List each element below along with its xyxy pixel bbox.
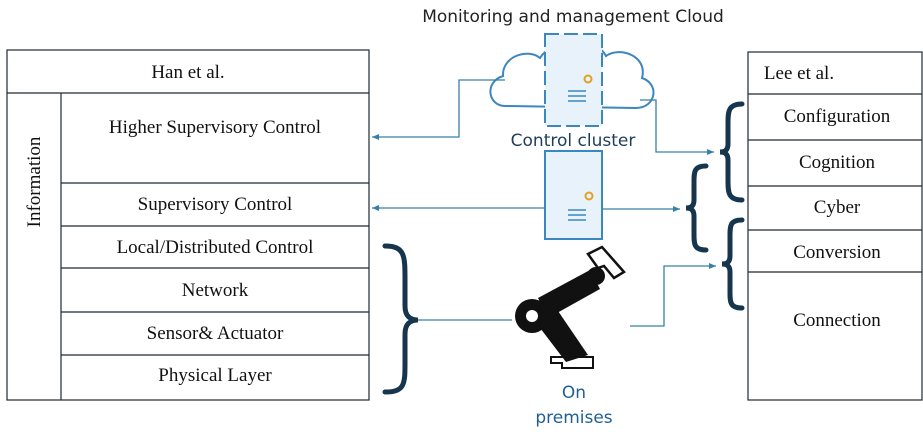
curly-brace-icon-connection [721, 217, 745, 311]
lee-title: Lee et al. [764, 63, 834, 84]
han-layer-supervisory-control: Supervisory Control [138, 194, 293, 215]
han-frame [6, 49, 370, 401]
lee-layer-connection: Connection [793, 310, 881, 331]
lee-layer-stack: Lee et al. Configuration Cognition Cyber… [747, 51, 923, 401]
cluster-server-icon [544, 33, 603, 127]
server-icon [544, 150, 603, 240]
cloud-label: Monitoring and management Cloud [422, 7, 724, 27]
arrow-cloud-to-lee-top [640, 99, 714, 155]
robot-arm-icon [515, 245, 626, 369]
curly-brace-icon-configuration [719, 101, 745, 203]
han-layer-network: Network [182, 280, 249, 301]
han-layer-local-distributed-control: Local/Distributed Control [117, 237, 314, 258]
arrow-robot-to-connection [630, 263, 716, 327]
lee-layer-configuration: Configuration [784, 106, 891, 127]
han-title: Han et al. [151, 62, 224, 83]
han-layer-physical: Physical Layer [158, 365, 272, 386]
lee-layer-conversion: Conversion [793, 242, 881, 263]
han-layer-higher-supervisory-control: Higher Supervisory Control [109, 117, 321, 138]
lee-layer-cognition: Cognition [799, 152, 876, 173]
lee-frame [747, 51, 923, 401]
curly-brace-icon-onpremises [382, 243, 419, 395]
control-cluster-label: Control cluster [511, 131, 636, 151]
han-layer-sensor-actuator: Sensor& Actuator [147, 323, 284, 344]
lee-layer-cyber: Cyber [814, 197, 861, 218]
han-layer-stack: Han et al. Information Higher Supervisor… [6, 49, 370, 401]
arrow-cloud-to-higher-supervisory [372, 79, 505, 140]
han-side-label: Information [24, 136, 45, 227]
on-premises-label-line1: On [562, 383, 586, 403]
on-premises-label-line2: premises [535, 408, 612, 428]
curly-brace-icon-cyber [685, 163, 709, 253]
